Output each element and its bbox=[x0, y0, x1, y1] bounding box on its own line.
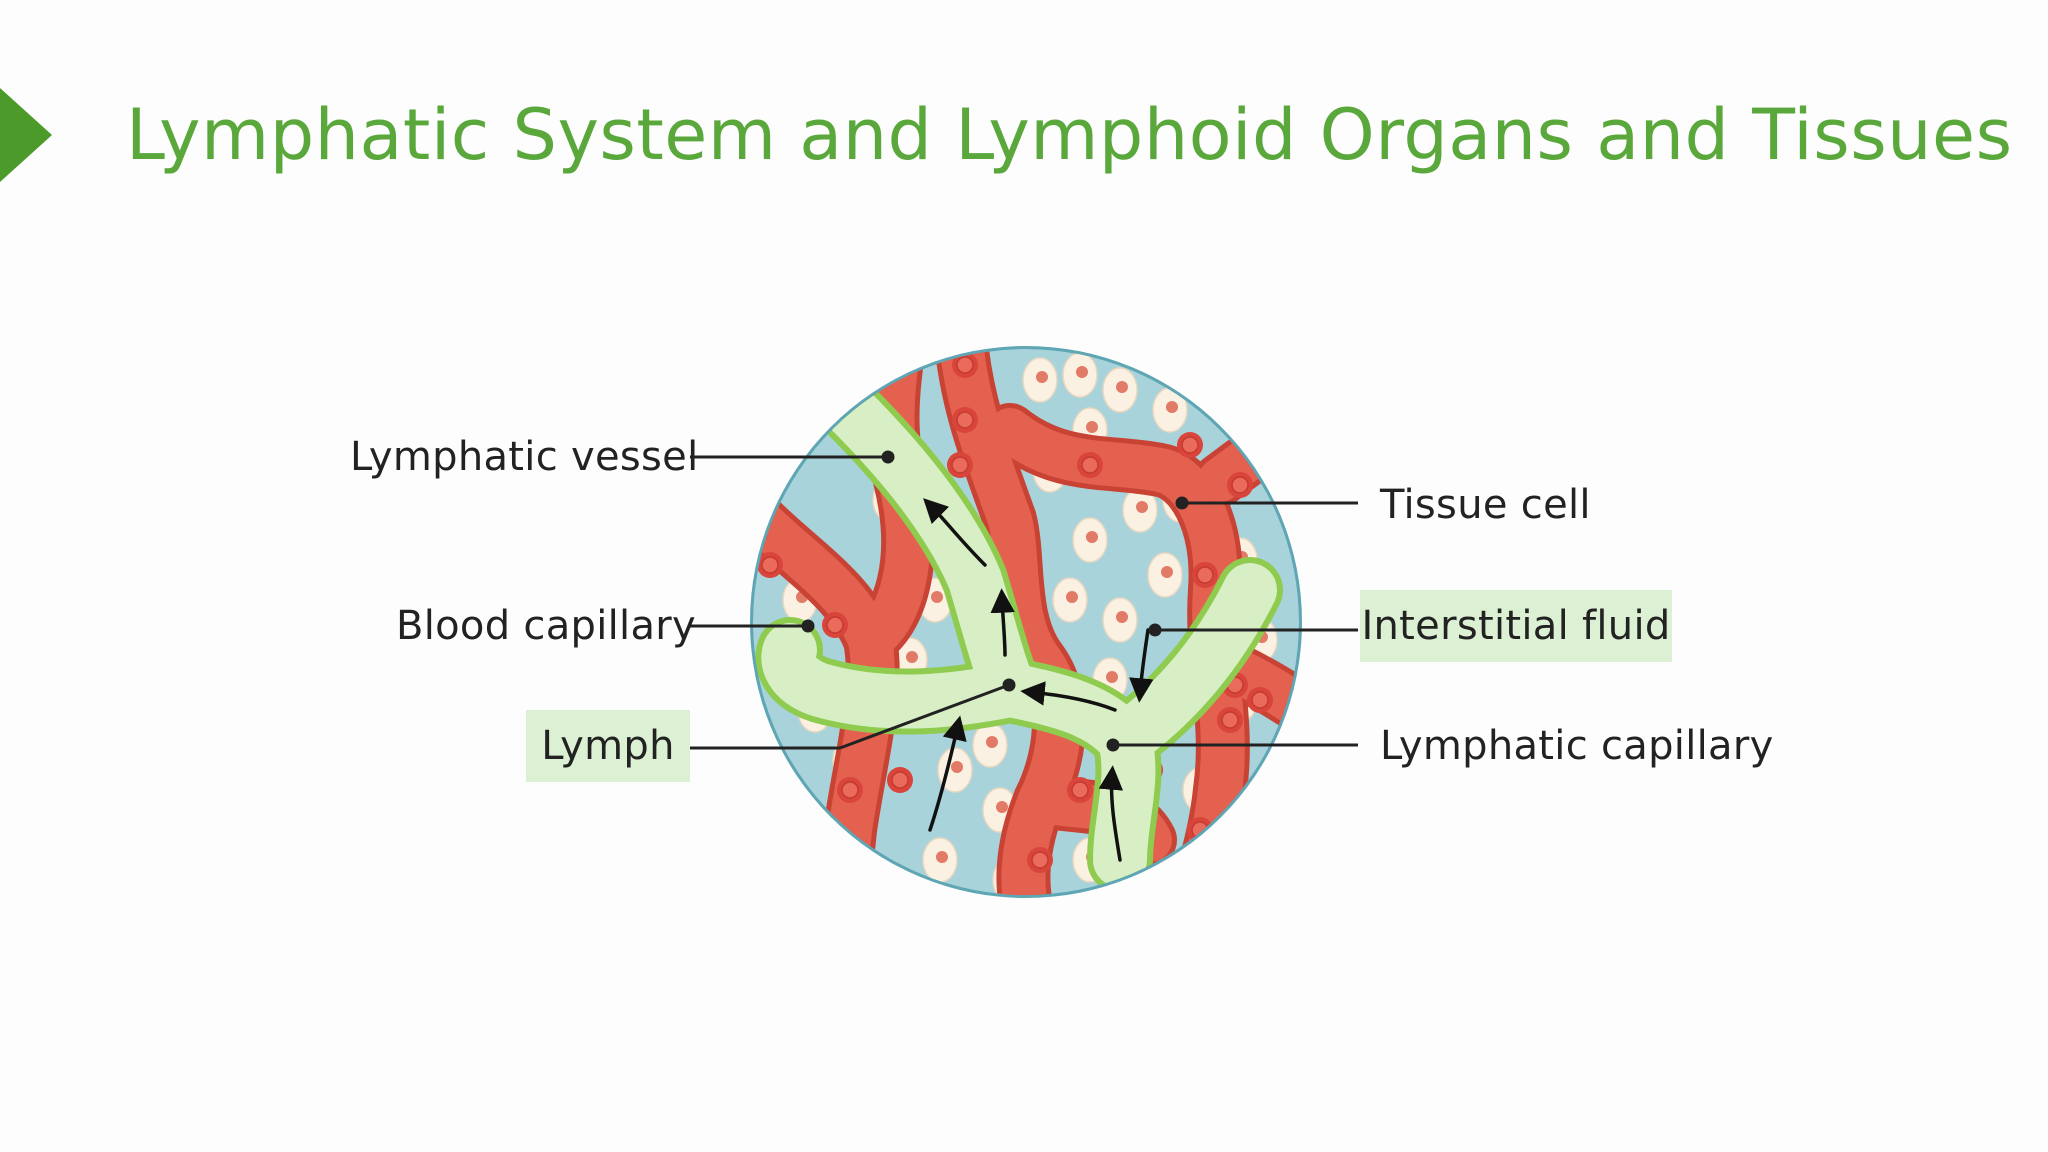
label-lymphatic-capillary: Lymphatic capillary bbox=[1380, 723, 1774, 769]
label-blood-capillary: Blood capillary bbox=[396, 603, 696, 649]
tissue-circle bbox=[750, 346, 1302, 898]
label-interstitial-fluid: Interstitial fluid bbox=[1360, 590, 1672, 662]
label-tissue-cell: Tissue cell bbox=[1380, 482, 1591, 528]
flow-arrows bbox=[923, 498, 1154, 862]
slide-title: Lymphatic System and Lymphoid Organs and… bbox=[126, 94, 2013, 176]
title-marker-icon bbox=[0, 88, 52, 182]
label-lymphatic-vessel: Lymphatic vessel bbox=[350, 434, 699, 480]
label-lymph: Lymph bbox=[526, 710, 690, 782]
leader-lines bbox=[690, 450, 1358, 752]
